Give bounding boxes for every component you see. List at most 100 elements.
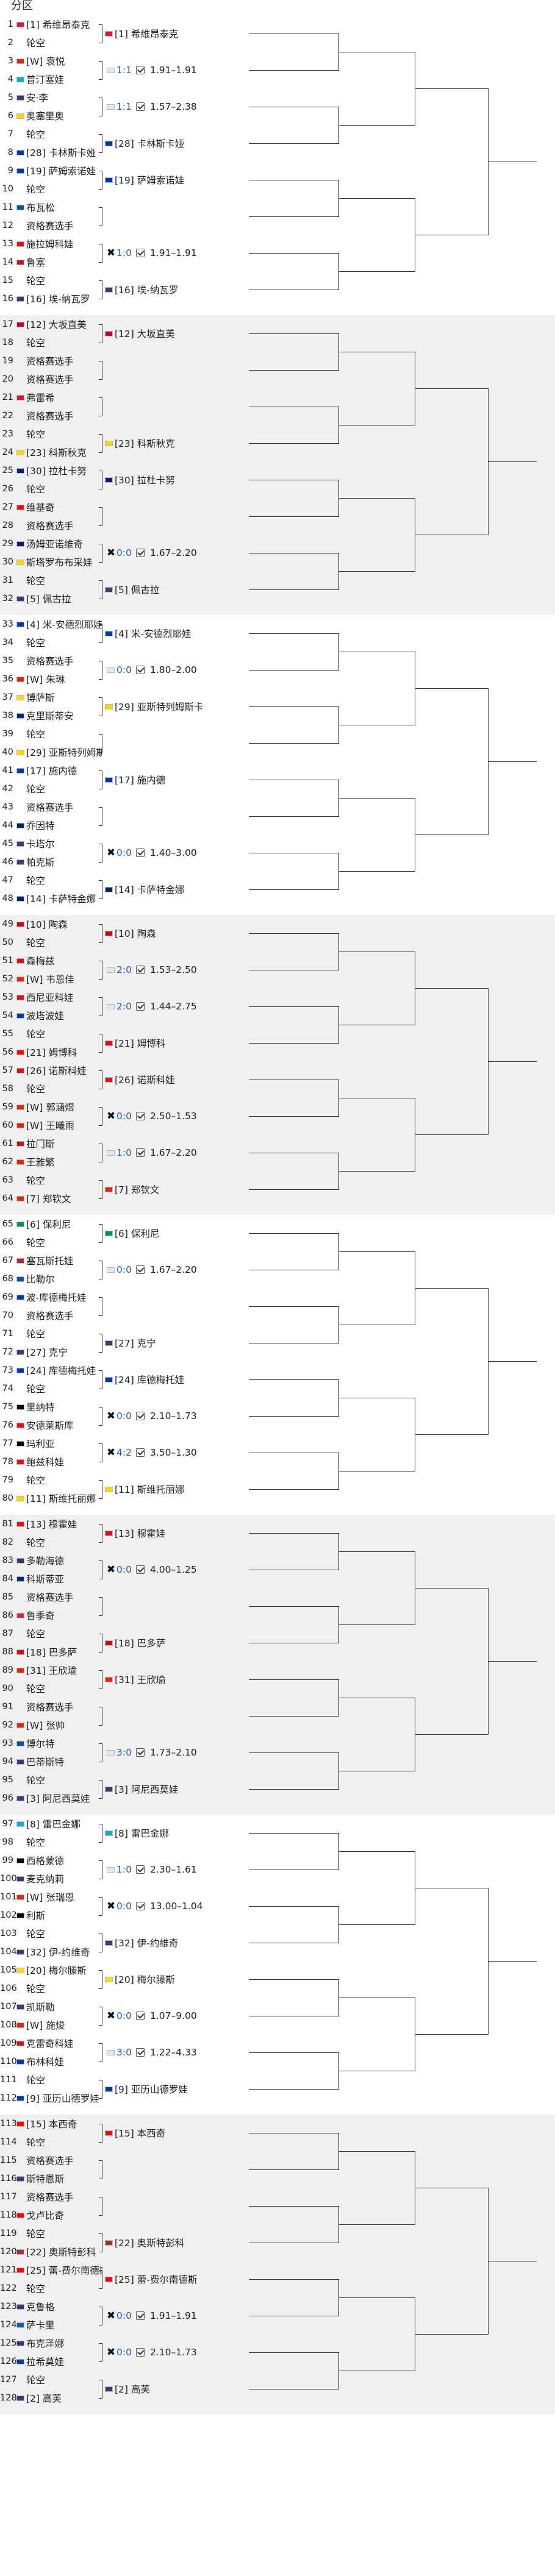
entry-row[interactable]: 101[W] 张瑞恩 [0,1888,102,1906]
entry-row[interactable]: 32[5] 佩古拉 [0,589,102,608]
entry-row[interactable]: 33[4] 米-安德烈耶娃 [0,615,102,633]
checkbox-icon[interactable] [135,549,145,557]
entry-row[interactable]: 120[22] 奥斯特彭科 [0,2243,102,2261]
checkbox-icon[interactable] [135,102,145,111]
round2-slot[interactable] [102,361,249,379]
head-to-head-link[interactable]: 0:0 [116,1411,132,1421]
round2-slot[interactable]: [4] 米-安德烈耶娃 [102,624,249,642]
round2-slot[interactable] [102,734,249,752]
round2-slot[interactable]: [15] 本西奇 [102,2124,249,2142]
entry-row[interactable]: 3[W] 袁悦 [0,52,102,70]
entry-row[interactable]: 57[26] 诺斯科娃 [0,1061,102,1080]
round2-slot[interactable]: [2] 高芙 [102,2380,249,2398]
entry-row[interactable]: 49[10] 陶森 [0,915,102,933]
entry-row[interactable]: 96[3] 阿尼西莫娃 [0,1789,102,1807]
entry-row[interactable]: 121[25] 蕾-费尔南德斯 [0,2261,102,2279]
head-to-head-link[interactable]: 0:0 [116,2310,132,2321]
round2-slot[interactable]: [8] 雷巴金娜 [102,1824,249,1842]
checkbox-icon[interactable] [135,1865,145,1874]
round2-slot[interactable]: [12] 大坂直美 [102,324,249,343]
round2-slot[interactable]: [20] 梅尔滕斯 [102,1970,249,1988]
checkbox-icon[interactable] [135,666,145,674]
entry-row[interactable]: 52[W] 韦恩佳 [0,970,102,988]
checkbox-icon[interactable] [135,1412,145,1420]
round2-slot[interactable] [102,1597,249,1615]
round2-slot[interactable]: [23] 科斯秋克 [102,434,249,452]
round2-slot[interactable] [102,807,249,825]
entry-row[interactable]: 88[18] 巴多萨 [0,1643,102,1661]
entry-row[interactable]: 108[W] 施焌 [0,2016,102,2034]
head-to-head-link[interactable]: 0:0 [116,1111,132,1122]
checkbox-icon[interactable] [135,1148,145,1157]
round2-slot[interactable]: [17] 施内德 [102,770,249,789]
round2-slot[interactable]: [16] 埃-纳瓦罗 [102,280,249,299]
checkbox-icon[interactable] [135,1448,145,1457]
round2-slot[interactable]: [9] 亚历山德罗娃 [102,2080,249,2098]
entry-row[interactable]: 40[29] 亚斯特列姆斯卡 [0,743,102,761]
round2-slot[interactable] [102,207,249,226]
head-to-head-link[interactable]: 3:0 [116,1747,132,1758]
round2-slot[interactable]: [7] 郑钦文 [102,1180,249,1198]
entry-row[interactable]: 105[20] 梅尔滕斯 [0,1961,102,1979]
head-to-head-link[interactable]: 0:0 [116,664,132,675]
entry-row[interactable]: 24[23] 科斯秋克 [0,443,102,461]
round2-slot[interactable]: [30] 拉杜卡努 [102,471,249,489]
round2-slot[interactable]: [3] 阿尼西莫娃 [102,1780,249,1798]
head-to-head-link[interactable]: 3:0 [116,2047,132,2058]
entry-row[interactable]: 92[W] 张帅 [0,1716,102,1734]
entry-row[interactable]: 81[13] 穆霍娃 [0,1515,102,1533]
round2-slot[interactable]: [29] 亚斯特列姆斯卡 [102,697,249,716]
round2-slot[interactable] [102,1707,249,1725]
